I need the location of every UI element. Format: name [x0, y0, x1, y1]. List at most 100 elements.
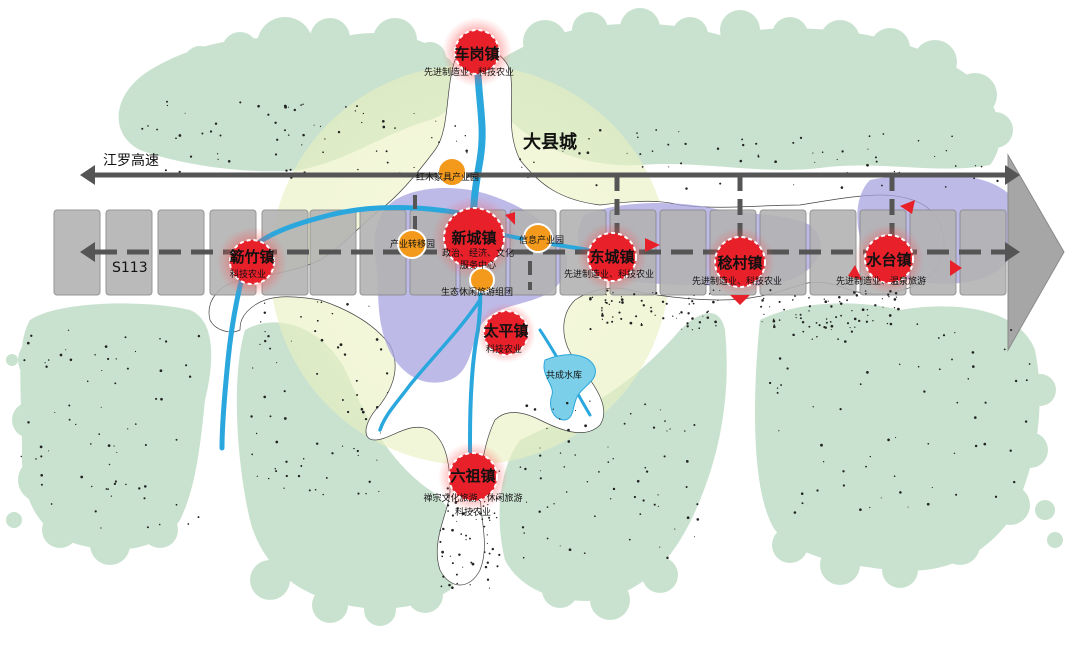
speckle-dot — [830, 328, 832, 331]
speckle-dot — [887, 438, 890, 442]
speckle-dot — [381, 119, 385, 123]
speckle-dot — [893, 307, 896, 309]
speckle-dot — [973, 177, 975, 180]
speckle-dot — [39, 445, 43, 449]
speckle-dot — [691, 329, 694, 331]
speckle-dot — [778, 430, 780, 432]
speckle-dot — [159, 337, 161, 340]
speckle-dot — [454, 125, 457, 127]
speckle-dot — [315, 442, 319, 445]
speckle-dot — [116, 451, 118, 453]
speckle-dot — [59, 353, 63, 357]
speckle-dot — [609, 498, 612, 500]
speckle-dot — [300, 316, 302, 318]
park-label-xinxi: 信息产业园 — [519, 236, 565, 246]
speckle-dot — [353, 447, 355, 450]
speckle-dot — [164, 340, 168, 343]
speckle-dot — [839, 407, 842, 411]
town-desc-chegang: 先进制造业、科技农业 — [424, 68, 515, 78]
speckle-dot — [74, 423, 77, 426]
speckle-dot — [339, 343, 343, 347]
speckle-dot — [757, 155, 760, 158]
speckle-dot — [364, 417, 368, 421]
speckle-dot — [659, 409, 661, 411]
speckle-dot — [455, 573, 458, 576]
speckle-dot — [239, 101, 242, 104]
speckle-dot — [612, 487, 616, 491]
town-name: 水台镇 — [866, 251, 912, 269]
speckle-dot — [1003, 348, 1006, 351]
town-desc-dongcheng: 先进制造业、科技农业 — [564, 270, 655, 280]
speckle-dot — [792, 141, 795, 144]
speckle-dot — [800, 492, 804, 495]
speckle-dot — [380, 432, 381, 434]
speckle-dot — [650, 306, 652, 309]
speckle-dot — [288, 106, 290, 108]
speckle-dot — [285, 460, 288, 463]
speckle-dot — [578, 152, 581, 155]
speckle-dot — [611, 320, 614, 323]
speckle-dot — [937, 337, 940, 339]
speckle-dot — [678, 131, 680, 133]
speckle-dot — [26, 341, 30, 345]
speckle-dot — [588, 138, 590, 140]
speckle-dot — [259, 343, 261, 346]
speckle-dot — [456, 520, 458, 522]
speckle-dot — [481, 518, 484, 521]
speckle-dot — [866, 163, 869, 167]
speckle-dot — [811, 338, 813, 340]
speckle-dot — [827, 300, 829, 302]
speckle-dot — [874, 156, 877, 159]
speckle-dot — [825, 318, 828, 320]
speckle-dot — [525, 501, 528, 503]
town-name: 新城镇 — [451, 229, 497, 247]
speckle-dot — [664, 420, 666, 422]
speckle-dot — [197, 334, 201, 338]
speckle-dot — [126, 367, 129, 370]
speckle-dot — [984, 401, 987, 404]
speckle-dot — [1010, 328, 1013, 332]
speckle-dot — [486, 578, 490, 581]
speckle-dot — [691, 317, 694, 320]
speckle-dot — [341, 399, 344, 401]
speckle-dot — [760, 305, 763, 308]
speckle-dot — [1025, 379, 1028, 382]
speckle-dot — [686, 322, 689, 325]
speckle-dot — [488, 587, 491, 589]
speckle-dot — [886, 322, 889, 325]
park-marker-shengtai — [469, 267, 495, 293]
speckle-dot — [840, 186, 844, 189]
speckle-dot — [907, 506, 909, 508]
speckle-dot — [40, 455, 43, 458]
speckle-dot — [320, 301, 323, 304]
speckle-dot — [601, 314, 604, 317]
town-name: 六祖镇 — [450, 467, 496, 485]
speckle-dot — [94, 353, 96, 356]
speckle-dot — [761, 299, 764, 302]
speckle-dot — [974, 416, 977, 419]
speckle-dot — [362, 112, 365, 115]
speckle-dot — [1028, 363, 1031, 365]
speckle-dot — [441, 550, 444, 554]
speckle-dot — [996, 179, 999, 183]
speckle-dot — [175, 438, 178, 441]
speckle-dot — [251, 453, 254, 456]
speckle-dot — [297, 474, 301, 478]
speckle-dot — [838, 296, 841, 299]
speckle-dot — [336, 346, 340, 349]
speckle-dot — [830, 324, 834, 328]
speckle-dot — [717, 300, 719, 302]
speckle-dot — [68, 418, 71, 421]
town-name: 太平镇 — [483, 322, 529, 340]
speckle-dot — [98, 433, 101, 435]
speckle-dot — [124, 336, 127, 339]
speckle-dot — [264, 330, 266, 333]
speckle-dot — [680, 311, 683, 314]
speckle-dot — [48, 450, 50, 452]
speckle-dot — [654, 314, 656, 316]
speckle-dot — [652, 292, 654, 294]
speckle-dot — [376, 459, 378, 461]
speckle-dot — [479, 512, 482, 515]
town-marker-rencun — [714, 236, 766, 288]
speckle-dot — [90, 443, 92, 445]
